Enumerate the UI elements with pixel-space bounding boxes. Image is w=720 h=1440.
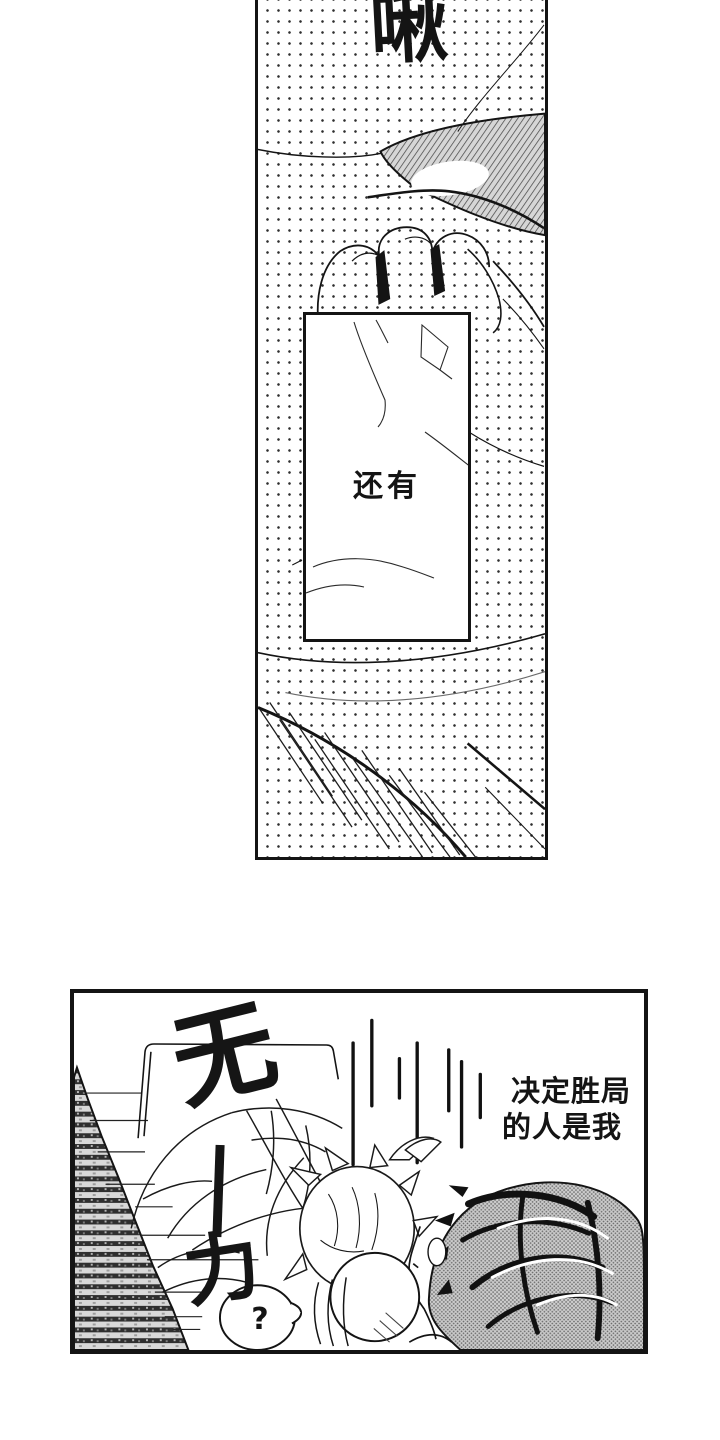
weakness-sfx-end: 力 (177, 1218, 267, 1319)
dialogue-line-1: 决定胜局 (511, 1074, 632, 1108)
shoulder-shape (313, 1251, 421, 1347)
dark-head (427, 1181, 644, 1350)
top-panel-art (258, 24, 545, 857)
headboard-outline (137, 1043, 340, 1139)
dialogue-text: 决定胜局 的人是我 (502, 1073, 644, 1145)
ear (427, 1237, 447, 1267)
wall-texture (74, 1064, 190, 1350)
caption-box: 还有 (303, 312, 471, 642)
dialogue-line-2: 的人是我 (502, 1110, 623, 1144)
ribbed-stripes (259, 702, 476, 857)
kiss-sfx-text: 啾 (367, 0, 451, 76)
bottom-panel-art (74, 1018, 644, 1350)
question-mark-text: ? (251, 1302, 269, 1337)
question-bubble (218, 1284, 303, 1350)
caption-box-sketch (306, 319, 468, 594)
top-panel: 啾 还有 (255, 0, 548, 860)
caption-text: 还有 (353, 469, 421, 504)
bottom-panel: 无 力 决定胜局 的人是我 ? (70, 989, 648, 1354)
